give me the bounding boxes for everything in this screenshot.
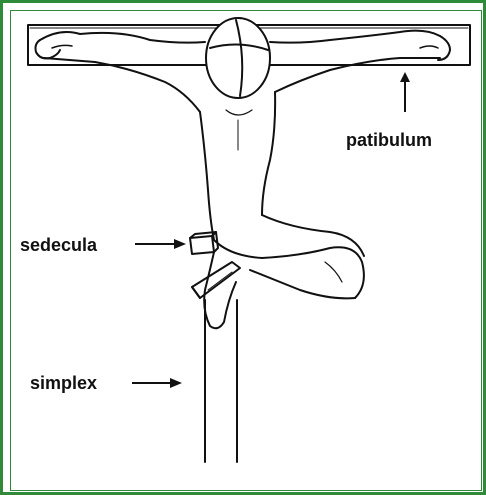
- label-sedecula: sedecula: [20, 236, 97, 254]
- label-simplex: simplex: [30, 374, 97, 392]
- label-patibulum: patibulum: [346, 131, 432, 149]
- arrow-patibulum: [400, 72, 410, 112]
- arrow-simplex: [132, 378, 182, 388]
- arrow-sedecula: [135, 239, 186, 249]
- figure-head: [206, 18, 270, 98]
